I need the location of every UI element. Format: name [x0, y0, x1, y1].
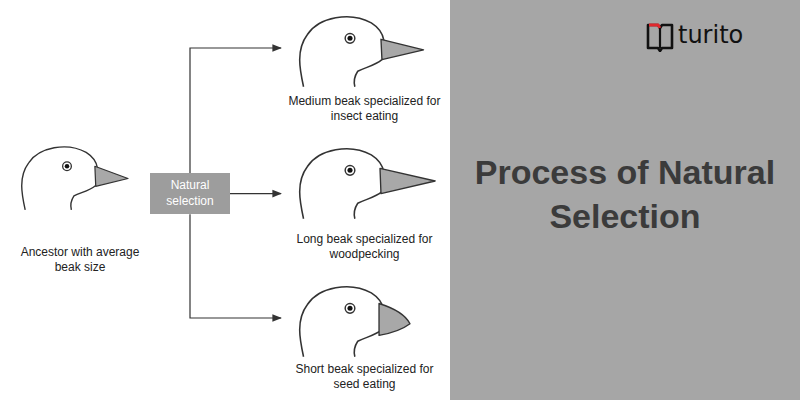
bird-head	[290, 278, 440, 358]
bird-caption: Ancestor with average beak size	[10, 245, 150, 275]
insect-eater-bird: Medium beak specialized for insect eatin…	[282, 8, 447, 124]
selection-arrow	[190, 214, 281, 318]
book-logo-icon	[646, 22, 674, 52]
selection-box: Natural selection	[150, 173, 230, 214]
seed-eater-bird: Short beak specialized for seed eating	[282, 278, 447, 392]
bird-caption: Medium beak specialized for insect eatin…	[282, 94, 447, 124]
bird-head	[290, 8, 440, 88]
box-label: Natural selection	[159, 178, 221, 209]
bird-caption: Long beak specialized for woodpecking	[282, 232, 447, 262]
bird-head	[13, 135, 148, 215]
bird-head	[290, 140, 440, 220]
woodpecker-bird: Long beak specialized for woodpecking	[282, 140, 447, 262]
selection-arrow	[190, 48, 281, 173]
page-title: Process of Natural Selection	[450, 150, 800, 238]
ancestor-bird: Ancestor with average beak size	[10, 135, 150, 275]
bird-caption: Short beak specialized for seed eating	[282, 362, 447, 392]
logo-text: turito	[678, 21, 743, 49]
selection-arrow	[230, 193, 281, 194]
